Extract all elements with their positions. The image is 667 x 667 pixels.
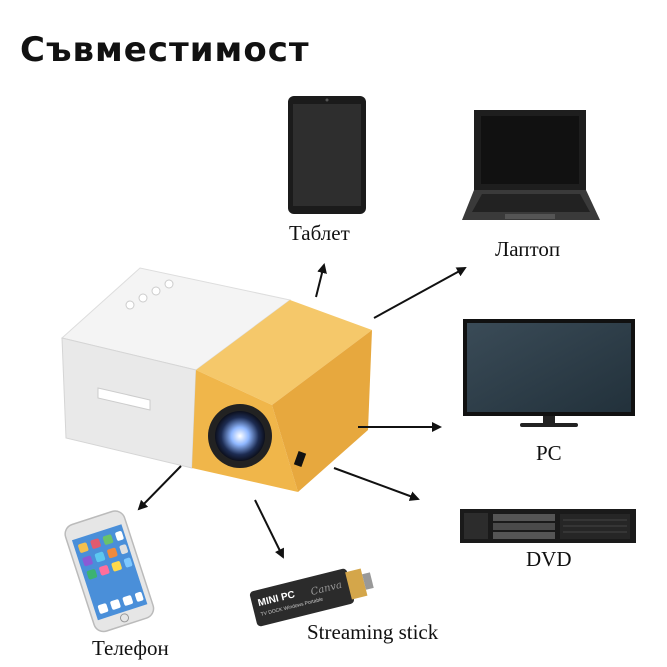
smartphone-icon [64, 510, 155, 633]
tablet-icon [288, 96, 366, 214]
dvd-player-icon [460, 509, 636, 543]
arrow-to-streaming-stick [254, 499, 284, 559]
arrows [137, 263, 467, 559]
arrow-to-tablet [315, 263, 327, 298]
tablet-label: Таблет [289, 221, 350, 245]
pc-label: PC [536, 441, 562, 465]
arrow-to-laptop [373, 267, 467, 319]
streaming-stick-icon: MINI PC TV DOCK Windows Portable Canva [249, 568, 374, 627]
arrow-to-phone [137, 465, 182, 511]
streaming-stick-label: Streaming stick [307, 620, 439, 644]
page-title: Съвместимост [20, 30, 310, 70]
laptop-icon [462, 110, 600, 220]
arrow-to-dvd [333, 467, 420, 501]
dvd-label: DVD [526, 547, 572, 571]
monitor-icon [463, 319, 635, 427]
laptop-label: Лаптоп [495, 237, 561, 261]
mini-projector-icon [60, 267, 372, 492]
phone-label: Телефон [92, 636, 169, 660]
